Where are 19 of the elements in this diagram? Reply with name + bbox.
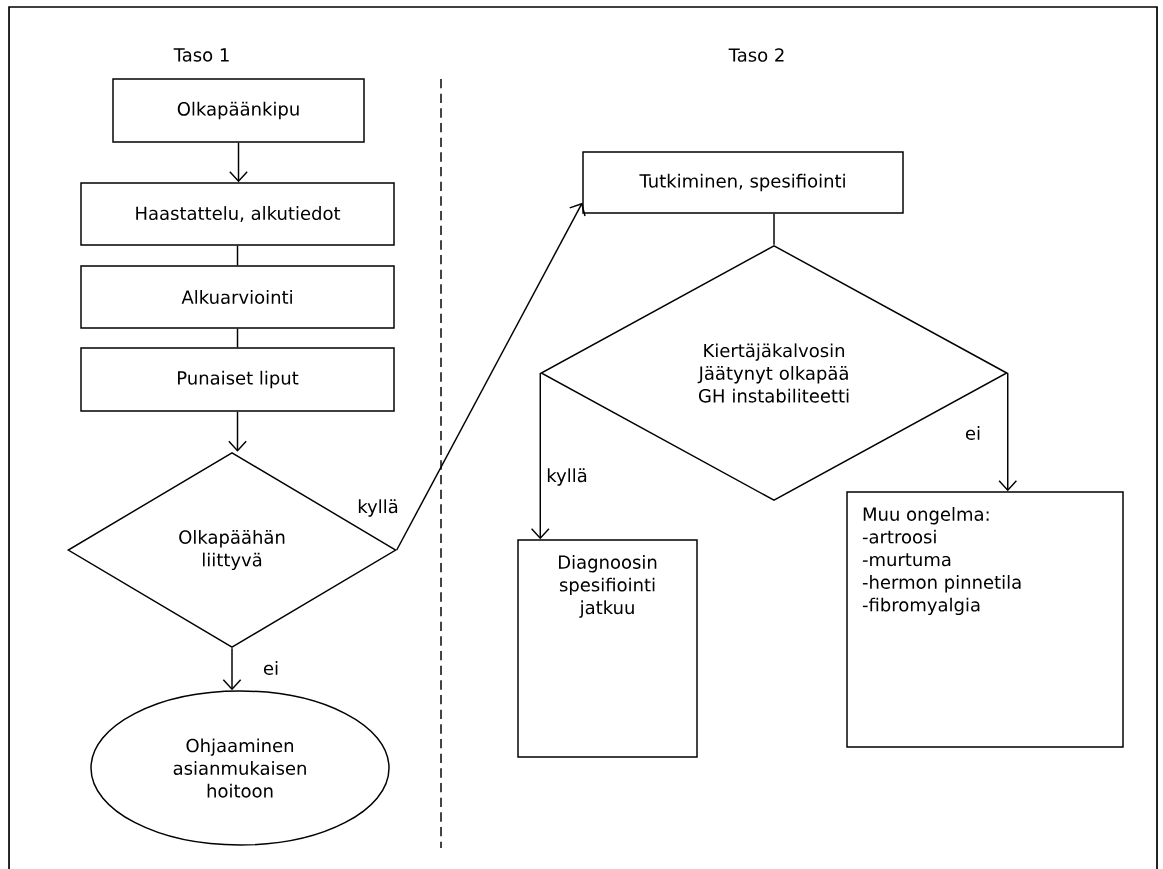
arrow	[530, 372, 550, 540]
edge-label: kyllä	[355, 497, 401, 519]
edge-label: ei	[963, 424, 983, 442]
arrow	[222, 647, 242, 691]
process-box: Olkapäänkipu	[112, 78, 365, 143]
arrow	[229, 142, 248, 183]
level-heading: Taso 2	[728, 48, 784, 62]
edge-label: ei	[261, 659, 281, 677]
arrow	[396, 202, 586, 551]
process-box: Punaiset liput	[80, 347, 395, 412]
process-box: Muu ongelma: -artroosi -murtuma -hermon pinnetila -fibromyalgia	[846, 491, 1124, 748]
process-box: Tutkiminen, spesifiointi	[582, 151, 904, 214]
process-box: Alkuarviointi	[80, 265, 395, 329]
arrow	[228, 411, 247, 452]
process-box: Haastattelu, alkutiedot	[80, 182, 395, 246]
process-box: Diagnoosin spesifiointi jatkuu	[517, 539, 698, 758]
edge-label: kyllä	[544, 466, 590, 488]
level-heading: Taso 1	[173, 48, 229, 62]
arrow	[998, 372, 1018, 492]
